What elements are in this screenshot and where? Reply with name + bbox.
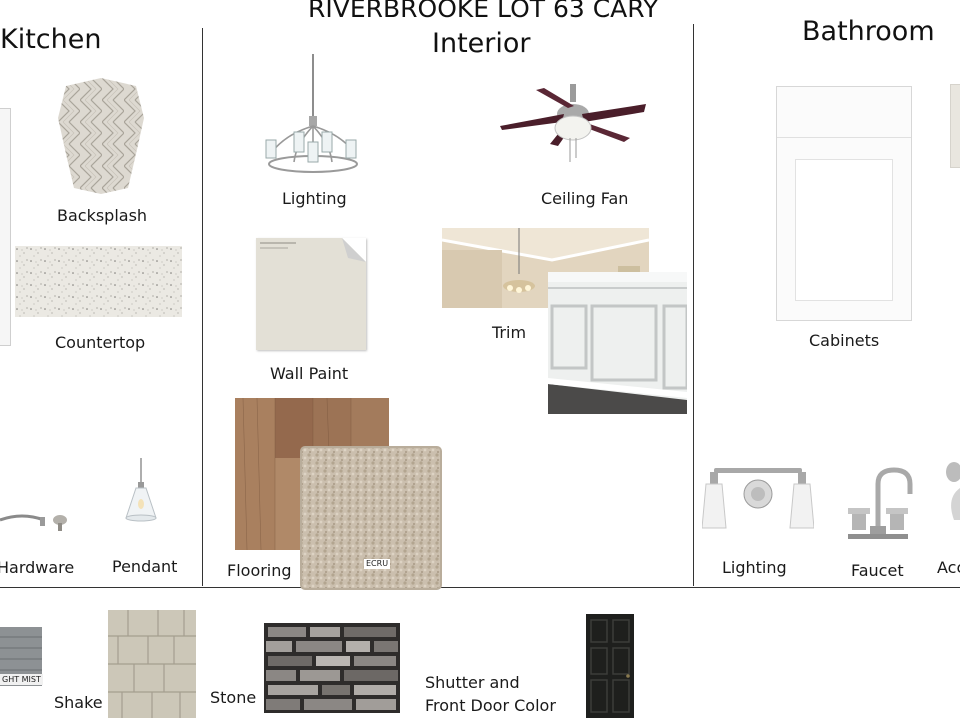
siding-color-tag: GHT MIST [0, 674, 43, 685]
chandelier-icon [265, 54, 358, 173]
label-wall-paint: Wall Paint [270, 364, 349, 383]
section-heading-interior: Interior [432, 28, 531, 59]
divider-kitchen-interior [202, 28, 203, 586]
shake-siding-swatch [108, 610, 196, 718]
label-interior-lighting: Lighting [282, 189, 347, 208]
label-flooring: Flooring [227, 561, 292, 580]
label-hardware: Hardware [0, 558, 75, 577]
cabinet-pull-icon [0, 514, 45, 526]
carpet-color-tag: ECRU [364, 559, 391, 569]
faucet-icon [848, 467, 913, 539]
countertop-swatch [15, 246, 182, 317]
carpet-swatch [300, 446, 442, 590]
label-ceiling-fan: Ceiling Fan [541, 189, 629, 208]
wall-paint-swatch [256, 238, 366, 350]
label-shake: Shake [54, 693, 103, 712]
bathroom-cabinet-door-swatch [776, 86, 912, 321]
label-shutter-line1: Shutter and [425, 673, 520, 692]
kitchen-cabinet-swatch [0, 108, 11, 346]
stone-swatch [264, 623, 400, 713]
label-backsplash: Backsplash [57, 206, 148, 225]
divider-interior-bathroom [693, 24, 694, 586]
label-pendant: Pendant [112, 557, 178, 576]
divider-exterior [0, 587, 960, 588]
label-countertop: Countertop [55, 333, 146, 352]
label-trim: Trim [492, 323, 527, 342]
label-cabinets: Cabinets [809, 331, 880, 350]
ceiling-fan-icon [500, 84, 646, 162]
section-heading-bathroom: Bathroom [802, 16, 935, 47]
pendant-light-icon [125, 458, 157, 522]
label-stone: Stone [210, 688, 257, 707]
backsplash-herringbone-swatch [58, 78, 144, 194]
wainscoting-photo [548, 272, 687, 414]
label-accessories-partial: Acc [937, 558, 960, 577]
bathroom-countertop-swatch-partial [950, 84, 960, 168]
section-heading-kitchen: Kitchen [0, 24, 102, 55]
label-shutter-line2: Front Door Color [425, 696, 556, 715]
label-faucet: Faucet [851, 561, 904, 580]
page-title: RIVERBROOKE LOT 63 CARY [308, 0, 659, 23]
vanity-light-icon [702, 468, 814, 529]
label-bathroom-lighting: Lighting [722, 558, 787, 577]
cabinet-knob-icon [53, 515, 67, 531]
bath-accessory-icon-partial [946, 462, 960, 520]
front-door-swatch [586, 614, 634, 718]
